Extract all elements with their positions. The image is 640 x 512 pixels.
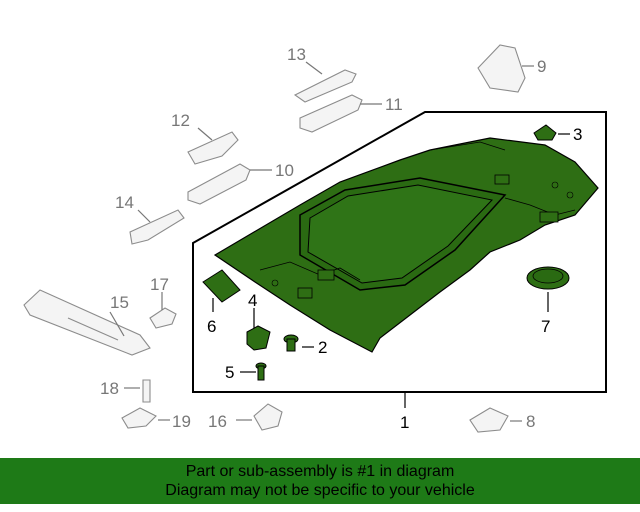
part-18-screw bbox=[142, 379, 151, 403]
part-11-handle bbox=[299, 94, 363, 133]
part-16-switch bbox=[253, 403, 283, 431]
parts-diagram: 1 2 3 4 5 6 7 8 9 10 11 12 13 14 15 16 1… bbox=[23, 44, 607, 433]
clip-part-2 bbox=[283, 334, 299, 352]
callout-13: 13 bbox=[287, 45, 306, 64]
callout-18: 18 bbox=[100, 379, 119, 398]
part-14-bracket bbox=[129, 209, 185, 245]
callout-1: 1 bbox=[400, 413, 409, 432]
part-10-handle bbox=[187, 163, 251, 205]
callout-12: 12 bbox=[171, 111, 190, 130]
part-15-sun-visor bbox=[23, 289, 151, 356]
disclaimer-banner: Part or sub-assembly is #1 in diagram Di… bbox=[0, 458, 640, 504]
part-9-cover bbox=[477, 44, 526, 93]
callout-8: 8 bbox=[526, 412, 535, 431]
lamp-part-7 bbox=[526, 266, 570, 290]
gray-parts bbox=[23, 44, 526, 433]
cover-part-6 bbox=[202, 269, 241, 303]
callout-7: 7 bbox=[541, 317, 550, 336]
part-8-switch bbox=[469, 407, 509, 433]
callout-5: 5 bbox=[225, 363, 234, 382]
callout-14: 14 bbox=[115, 193, 134, 212]
callout-15: 15 bbox=[110, 293, 129, 312]
part-13-bracket bbox=[293, 69, 357, 103]
callout-2: 2 bbox=[318, 338, 327, 357]
callout-10: 10 bbox=[275, 161, 294, 180]
part-17-clip bbox=[149, 307, 177, 329]
part-12-bracket bbox=[187, 131, 239, 165]
callout-16: 16 bbox=[208, 412, 227, 431]
part-19-plate bbox=[121, 407, 157, 429]
clip-part-5 bbox=[255, 362, 267, 381]
callout-9: 9 bbox=[537, 57, 546, 76]
headliner-part bbox=[213, 137, 599, 353]
bracket-part-4 bbox=[246, 325, 271, 351]
callout-4: 4 bbox=[248, 291, 257, 310]
callout-3: 3 bbox=[573, 125, 582, 144]
callout-19: 19 bbox=[172, 412, 191, 431]
callout-6: 6 bbox=[207, 317, 216, 336]
clip-part-3 bbox=[533, 124, 557, 141]
callout-11: 11 bbox=[385, 95, 403, 114]
callout-17: 17 bbox=[150, 275, 169, 294]
banner-line-1: Part or sub-assembly is #1 in diagram bbox=[185, 463, 455, 480]
assembly-frame bbox=[192, 111, 607, 393]
leader-lines bbox=[109, 61, 570, 422]
banner-line-2: Diagram may not be specific to your vehi… bbox=[165, 482, 475, 499]
